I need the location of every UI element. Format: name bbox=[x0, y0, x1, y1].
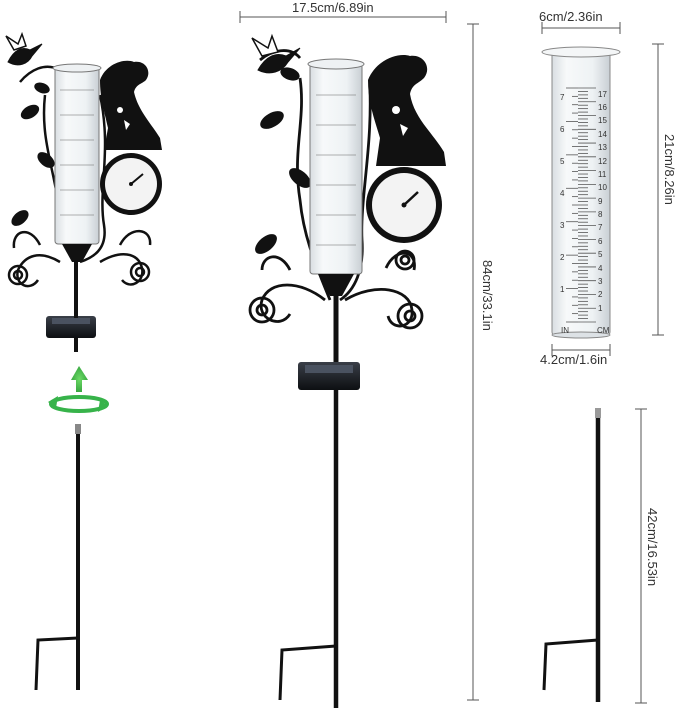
inch-unit-label: IN bbox=[561, 326, 569, 335]
detail-stake bbox=[542, 408, 601, 702]
left-leaves-decoration bbox=[11, 82, 55, 226]
cm-scale-label: 10 bbox=[598, 183, 607, 193]
cm-scale-label: 9 bbox=[598, 196, 603, 206]
inch-scale-label: 5 bbox=[560, 156, 565, 166]
cm-scale-label: 14 bbox=[598, 129, 607, 139]
hummingbird-icon bbox=[5, 31, 43, 66]
left-lower-stake bbox=[34, 424, 81, 691]
inch-scale-label: 2 bbox=[560, 252, 565, 262]
cm-scale-label: 4 bbox=[598, 263, 603, 273]
cm-scale-label: 12 bbox=[598, 156, 607, 166]
center-solar-cap bbox=[298, 362, 360, 390]
left-rain-tube bbox=[52, 63, 102, 262]
cm-scale-label: 3 bbox=[598, 276, 603, 286]
cm-scale-label: 17 bbox=[598, 89, 607, 99]
cm-scale-label: 15 bbox=[598, 116, 607, 126]
stake-length-label: 42cm/16.53in bbox=[645, 508, 660, 587]
left-solar-cap bbox=[46, 316, 96, 338]
inch-scale-label: 4 bbox=[560, 188, 565, 198]
cm-scale-label: 7 bbox=[598, 223, 603, 233]
dimension-lines bbox=[239, 11, 664, 704]
inch-scale-label: 7 bbox=[560, 92, 565, 102]
cm-scale-label: 8 bbox=[598, 210, 603, 220]
center-lower-stake bbox=[278, 390, 339, 708]
cm-scale-label: 16 bbox=[598, 103, 607, 113]
tube-height-label: 21cm/8.26in bbox=[662, 134, 677, 205]
tube-top-width-label: 6cm/2.36in bbox=[539, 9, 603, 24]
rotate-assemble-arrow-icon bbox=[48, 366, 109, 413]
cm-unit-label: CM bbox=[597, 326, 610, 335]
cm-scale-label: 11 bbox=[598, 169, 607, 179]
center-rain-tube bbox=[307, 58, 365, 296]
inch-scale-label: 1 bbox=[560, 284, 565, 294]
detail-rain-tube bbox=[541, 46, 621, 339]
inch-scale-label: 3 bbox=[560, 220, 565, 230]
cm-scale-label: 1 bbox=[598, 303, 603, 313]
full-width-label: 17.5cm/6.89in bbox=[292, 0, 374, 15]
cm-scale-label: 5 bbox=[598, 250, 603, 260]
dog-silhouette-icon bbox=[100, 60, 162, 150]
tube-bottom-width-label: 4.2cm/1.6in bbox=[540, 352, 608, 367]
cm-scale-label: 6 bbox=[598, 236, 603, 246]
center-gauge-assembly bbox=[248, 49, 424, 330]
center-leaves-decoration bbox=[255, 67, 311, 254]
center-hummingbird-icon bbox=[251, 33, 301, 74]
inch-scale-label: 6 bbox=[560, 124, 565, 134]
cm-scale-label: 13 bbox=[598, 143, 607, 153]
full-height-label: 84cm/33.1in bbox=[480, 260, 495, 331]
left-thermometer bbox=[100, 153, 162, 215]
cm-scale-label: 2 bbox=[598, 290, 603, 300]
center-dog-silhouette-icon bbox=[368, 55, 446, 166]
center-thermometer bbox=[366, 167, 442, 243]
